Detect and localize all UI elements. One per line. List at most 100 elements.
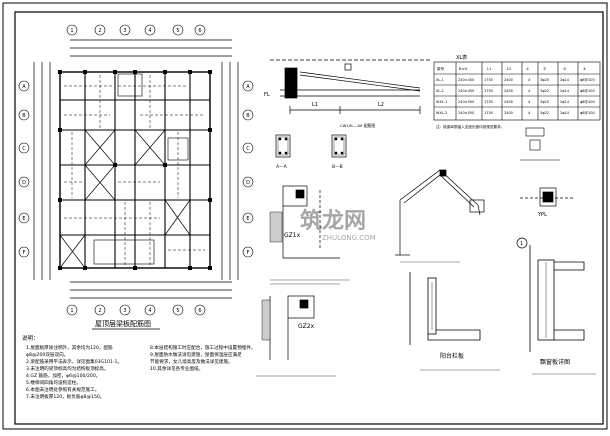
- beam-table-cell: 4: [528, 100, 531, 104]
- notes-block: 说明： 1.屋面板厚除注明外，其余均为120，配筋 φ8@200双层双向。 2.…: [22, 334, 122, 400]
- section-bb: [331, 134, 347, 158]
- grid-label-c: C: [22, 146, 26, 152]
- gz2-label: GZ2x: [298, 323, 315, 330]
- grid-bubbles-left: [18, 80, 30, 258]
- grid-label-b-right: B: [246, 113, 250, 119]
- grid-label-d: D: [22, 180, 26, 186]
- section-aa-label: A—A: [276, 164, 288, 170]
- beam-table-cell: 2φ14: [560, 111, 570, 115]
- grid-label-c-right: C: [246, 146, 250, 152]
- grid-label-f: F: [23, 250, 26, 256]
- beam-table-header: ④: [583, 67, 586, 71]
- grid-label-3: 3: [123, 28, 126, 34]
- beam-table-cell: 2φ14: [560, 78, 570, 82]
- beam-table-cell: 2400: [504, 89, 513, 93]
- grid-label-4: 4: [148, 28, 151, 34]
- beam-table-cell: 240×450: [458, 89, 474, 93]
- gz1-detail: [269, 185, 340, 259]
- beam-table-cell: 3φ22: [540, 111, 549, 115]
- note-line-7: 6.本图未注明处参照有关规范施工。: [26, 386, 99, 393]
- beam-table-cell: 2400: [504, 100, 513, 104]
- grid-label-d-right: D: [246, 180, 250, 186]
- watermark-sub: ZHULONG.COM: [322, 234, 376, 242]
- beam-table-cell: 1750: [484, 78, 493, 82]
- canopy-detail: [395, 169, 485, 256]
- beam-table-cell: 3φ25: [540, 78, 549, 82]
- beam-table-cell: 4: [528, 111, 531, 115]
- cantilever-beam-elevation: [270, 59, 430, 114]
- balcony-detail: [409, 272, 481, 345]
- beam-table-cell: 2400: [504, 111, 513, 115]
- beam-table-note: 注：挑梁纵筋锚入支座长度均按规范要求。: [436, 124, 504, 129]
- balcony-label: 阳台栏板: [440, 352, 464, 360]
- watermark-main: 筑龙网: [300, 208, 366, 234]
- beam-table-cell: XL-2: [436, 89, 444, 93]
- watermark: 筑龙网 ZHULONG.COM: [300, 208, 376, 242]
- note2-line-3: 节能要求，女儿墙高度及做法详见建施。: [150, 358, 233, 365]
- beam-table-cell: 3φ22: [540, 89, 549, 93]
- dim-l1-label: L1: [312, 102, 318, 108]
- grid-label-5: 5: [176, 28, 179, 34]
- grid-label-a: A: [22, 84, 26, 90]
- note2-line-2: 9.屋面防水做法详见建施，屋面保温层应满足: [150, 351, 242, 358]
- beam-table-header: ②: [543, 67, 546, 71]
- section-note: CW1XL—XX 配筋图: [340, 123, 375, 128]
- grid-label-1: 1: [70, 28, 73, 34]
- dim-l2-label: L2: [378, 102, 384, 108]
- note-line-6: 5.楼梯间四角均设构造柱。: [26, 379, 81, 386]
- bay-window-detail: [529, 245, 585, 352]
- bay-window-label: 飘窗板详图: [540, 358, 570, 366]
- beam-table-title: XL表: [456, 54, 467, 61]
- beam-table-cell: φ8@100: [580, 100, 595, 104]
- beam-table-cell: WXL-1: [436, 100, 447, 104]
- beam-table-header: ③: [563, 67, 566, 71]
- grid-label-6: 6: [198, 28, 201, 34]
- notes-block-2: 8.本层结构施工时应配合，施工过程中设置预埋件。 9.屋面防水做法详见建施，屋面…: [150, 344, 255, 372]
- small-detail-right: [520, 127, 560, 161]
- beam-table-headers: 梁号 B×H L1 L2 ① ② ③ ④: [437, 66, 586, 71]
- grid-label-6-bottom: 6: [198, 308, 201, 314]
- grid-label-2: 2: [98, 28, 101, 34]
- beam-table-header: 梁号: [437, 66, 445, 71]
- beam-table-cell: 2φ14: [560, 100, 570, 104]
- beam-table-cell: WXL-2: [436, 111, 447, 115]
- grid-label-4-bottom: 4: [148, 308, 151, 314]
- grid-label-e-right: E: [246, 216, 249, 222]
- beam-table-cell: φ8@100: [580, 89, 595, 93]
- beam-table-cell: 240×450: [458, 78, 474, 82]
- grid-label-3-bottom: 3: [123, 308, 126, 314]
- beam-table-cell: 2φ14: [560, 89, 570, 93]
- grid-label-2-bottom: 2: [98, 308, 101, 314]
- beam-table-cell: 3φ25: [540, 100, 549, 104]
- beam-table-cell: 4: [528, 89, 531, 93]
- floor-plan: [33, 39, 239, 299]
- grid-label-f-right: F: [247, 250, 250, 256]
- grid-label-e: E: [22, 216, 25, 222]
- ypl-label: YPL: [537, 212, 547, 218]
- beam-table-cell: 1750: [484, 100, 493, 104]
- ypl-detail: [520, 187, 575, 207]
- gz2-detail: [261, 295, 315, 360]
- section-bb-label: B—B: [332, 164, 343, 170]
- note-line-5: 4.GZ 箍筋，加密，φ6@100/200。: [26, 372, 100, 379]
- beam-table-cell: 240×500: [458, 100, 474, 104]
- beam-table: [433, 61, 601, 121]
- notes-heading: 说明：: [22, 334, 39, 342]
- note-line-4: 3.未注明的梁顶标高均为结构板顶标高。: [26, 365, 108, 372]
- grid-label-5-bottom: 5: [176, 308, 179, 314]
- beam-table-cell: 240×500: [458, 111, 474, 115]
- fl-label: FL: [264, 92, 270, 98]
- beam-table-cell: 1750: [484, 89, 493, 93]
- grid-label-a-right: A: [246, 84, 250, 90]
- grid-bubbles-right: [242, 80, 254, 258]
- beam-table-cell: 4: [528, 78, 531, 82]
- grid-label-b: B: [22, 113, 26, 119]
- beam-table-header: L1: [487, 67, 491, 71]
- note2-line-4: 10.其余详见各专业图纸。: [150, 365, 203, 372]
- beam-table-cell: φ8@100: [580, 78, 595, 82]
- beam-table-header: L2: [507, 67, 511, 71]
- beam-table-cell: φ8@100: [580, 111, 595, 115]
- note-line-2: φ8@200双层双向。: [26, 351, 68, 358]
- detail-index-circle: [516, 237, 528, 249]
- section-aa: [275, 134, 291, 158]
